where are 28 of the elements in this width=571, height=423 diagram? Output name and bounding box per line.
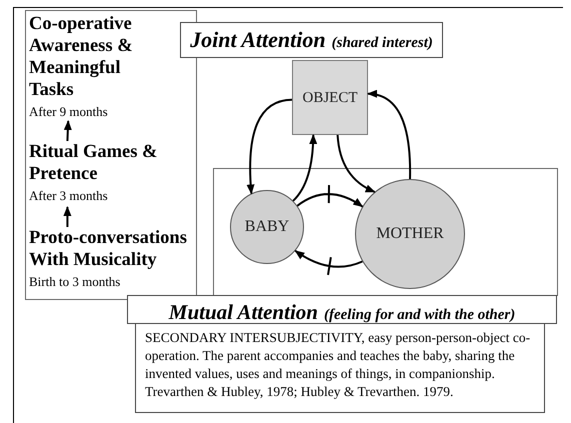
age-label: After 9 months (29, 104, 108, 120)
age-label: Birth to 3 months (29, 274, 120, 290)
heading-title: Mutual Attention (168, 302, 318, 323)
arrow (367, 90, 412, 179)
stage-title: Co-operative Awareness & Meaningful Tasks (29, 13, 134, 101)
heading-note: (shared interest) (332, 36, 433, 51)
node-label: BABY (244, 217, 290, 237)
stage-title: Proto-conversations With Musicality (29, 227, 188, 271)
arrow (292, 134, 318, 202)
group-frame (213, 168, 558, 296)
arrow (246, 98, 292, 194)
heading-box (127, 295, 557, 324)
stage-title: Ritual Games & Pretence (29, 141, 158, 185)
arrow (64, 120, 72, 142)
arrow (63, 206, 72, 227)
caption-text: SECONDARY INTERSUBJECTIVITY, easy person-person-object co-operation. The parent accompanies and teaches the baby, sharing the invented values, uses and meanings of things, in companionship. (145, 329, 532, 383)
arrow (336, 134, 376, 193)
object-box (292, 60, 368, 135)
heading-note: (feeling for and with the other) (324, 308, 516, 323)
node-label: MOTHER (376, 224, 444, 244)
heading-title: Joint Attention (190, 29, 326, 51)
heading-box (180, 22, 443, 58)
arrow (296, 184, 364, 208)
citation-text: Trevarthen & Hubley, 1978; Hubley & Trevarthen. 1979. (145, 383, 454, 401)
age-label: After 3 months (29, 188, 108, 204)
arrow (294, 250, 364, 276)
node-label: OBJECT (302, 89, 358, 108)
caption-box (135, 323, 545, 413)
